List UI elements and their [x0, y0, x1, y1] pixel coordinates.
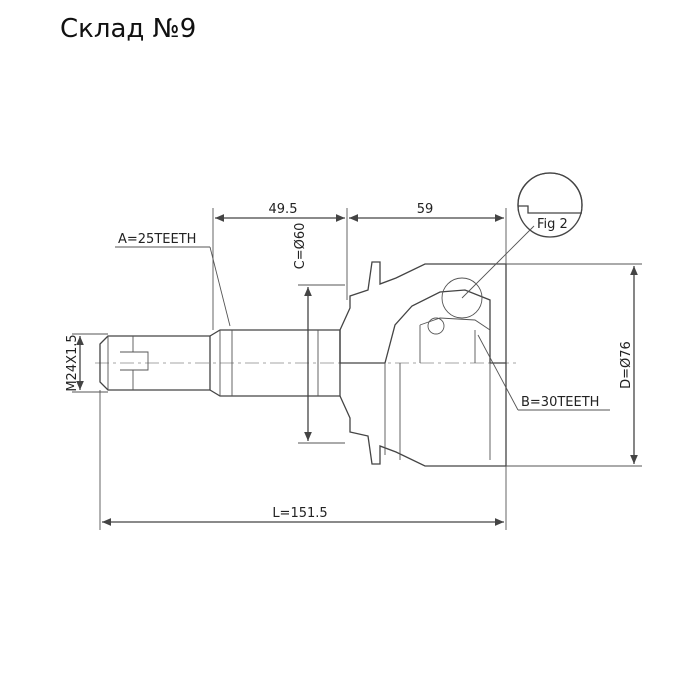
label-a-leader [115, 246, 231, 327]
dim-total-length [99, 390, 507, 530]
label-b-leader [477, 334, 610, 411]
dim-shaft-length-label: 49.5 [269, 202, 298, 217]
dim-c-diameter-label: C=Ø60 [293, 223, 308, 270]
dim-shaft-length [212, 208, 348, 330]
label-b-teeth: B=30TEETH [521, 395, 599, 410]
dim-thread-label: M24X1.5 [65, 334, 80, 391]
dim-thread [72, 333, 108, 393]
dim-total-length-label: L=151.5 [272, 506, 327, 521]
label-fig: Fig 2 [537, 217, 568, 232]
dim-body-length-label: 59 [417, 202, 434, 217]
page-title: Склад №9 [60, 14, 197, 44]
outer-body [339, 261, 507, 467]
label-a-teeth: A=25TEETH [118, 232, 196, 247]
dim-d-diameter [506, 263, 642, 467]
dim-c-diameter [298, 284, 345, 444]
dim-body-length [349, 208, 507, 264]
dim-d-diameter-label: D=Ø76 [619, 341, 634, 389]
fig-2-detail [461, 172, 583, 299]
